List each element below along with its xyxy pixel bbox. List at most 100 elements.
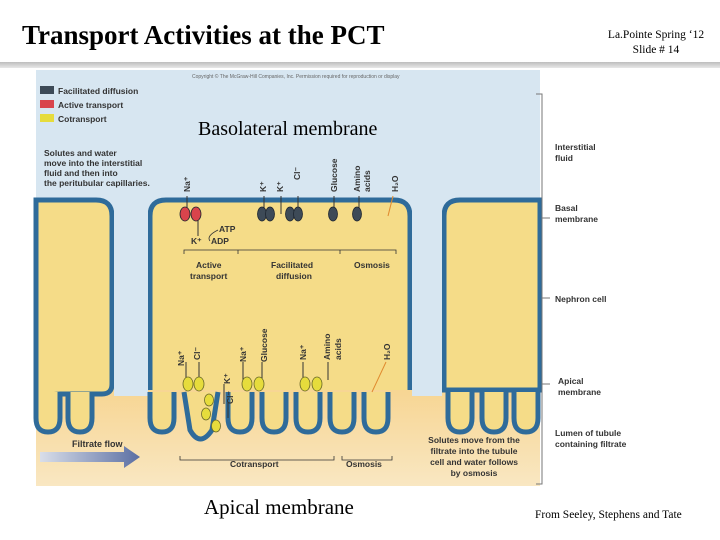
nephron-cell-left <box>33 197 115 397</box>
legend-swatch-active <box>40 100 54 108</box>
microvillus <box>361 392 391 435</box>
legend-label-facilitated: Facilitated diffusion <box>58 86 138 96</box>
ion-na-apical-3: Na⁺ <box>298 344 308 360</box>
microvilli <box>33 390 541 435</box>
copyright-notice: Copyright © The McGraw-Hill Companies, I… <box>192 73 400 80</box>
solutes-note-line: filtrate into the tubule <box>431 446 518 456</box>
label-interstitial-1: Interstitial <box>555 142 596 152</box>
ion-amino-basal-1: Amino <box>352 166 362 192</box>
microvillus <box>511 392 541 435</box>
group-facilitated-1: Facilitated <box>271 260 313 270</box>
label-basal-2: membrane <box>555 214 598 224</box>
group-active-transport-2: transport <box>190 271 227 281</box>
adp-label: ADP <box>211 236 229 246</box>
microvillus <box>259 392 289 435</box>
cotransporter <box>193 376 205 392</box>
source-credit: From Seeley, Stephens and Tate <box>535 509 682 521</box>
slide-number: Slide # 14 <box>632 44 680 56</box>
bottom-group-bracket <box>179 456 393 461</box>
ion-amino-apical-1: Amino <box>322 334 332 360</box>
k-in-label: K⁺ <box>191 236 202 246</box>
cotransporter <box>299 376 311 392</box>
ion-k-basal-2: K⁺ <box>275 181 285 192</box>
title-rule <box>0 62 720 68</box>
arrow-water-out <box>387 195 394 217</box>
label-apical-2: membrane <box>558 387 601 397</box>
ion-k-apical: K⁺ <box>222 373 232 384</box>
facilitated-channel <box>352 206 362 222</box>
cotransporter <box>201 407 211 421</box>
callout-line: Solutes and water <box>44 148 117 158</box>
ion-water-basal: H₂O <box>390 175 400 192</box>
atp-arrow <box>208 229 219 242</box>
author-line: La.Pointe Spring ‘12 <box>607 29 705 41</box>
active-pump <box>179 206 191 222</box>
solutes-note-line: cell and water follows <box>430 457 518 467</box>
label-apical-1: Apical <box>558 376 584 386</box>
label-lumen-2: containing filtrate <box>555 439 627 449</box>
legend: Facilitated diffusion Active transport C… <box>40 86 138 124</box>
ion-cl-basal: Cl⁻ <box>292 167 302 181</box>
microvillus <box>225 392 255 435</box>
microvillus <box>445 392 475 435</box>
apical-arrows <box>185 361 387 418</box>
ion-cl-apical-1: Cl⁻ <box>192 347 202 361</box>
microvillus <box>65 392 95 435</box>
ion-glucose-apical: Glucose <box>259 328 269 362</box>
legend-label-cotransport: Cotransport <box>58 114 107 124</box>
nephron-cells <box>33 197 543 397</box>
cotransporter <box>204 393 214 407</box>
cotransporter <box>241 376 253 392</box>
cotransporter <box>311 376 323 392</box>
group-osmosis-apical: Osmosis <box>346 459 382 469</box>
microvillus <box>327 392 357 435</box>
ion-k-basal-1: K⁺ <box>258 181 268 192</box>
facilitated-channel <box>328 206 338 222</box>
label-nephron-cell: Nephron cell <box>555 294 606 304</box>
ion-glucose-basal: Glucose <box>329 158 339 192</box>
active-pump <box>190 206 202 222</box>
callout-solutes-and-water: Solutes and water move into the intersti… <box>44 148 150 188</box>
legend-label-active: Active transport <box>58 100 123 110</box>
apical-membrane-label: Apical membrane <box>204 495 354 519</box>
cotransporter <box>253 376 265 392</box>
callout-line: the peritubular capillaries. <box>44 178 150 188</box>
microvillus <box>33 390 63 435</box>
atp-label: ATP <box>219 224 236 234</box>
legend-swatch-facilitated <box>40 86 54 94</box>
intercellular-space-left <box>114 196 148 396</box>
ion-na-apical-1: Na⁺ <box>176 350 186 366</box>
slide-title: Transport Activities at the PCT <box>22 20 385 50</box>
group-facilitated-2: diffusion <box>276 271 312 281</box>
solutes-note-line: by osmosis <box>451 468 498 478</box>
group-osmosis-basal: Osmosis <box>354 260 390 270</box>
basal-group-bracket <box>183 249 397 254</box>
ion-amino-apical-2: acids <box>333 338 343 360</box>
arrow-water-in <box>371 361 387 393</box>
basolateral-membrane-label: Basolateral membrane <box>198 118 378 140</box>
solutes-note-line: Solutes move from the <box>428 435 520 445</box>
filtrate-flow-arrow <box>40 446 140 468</box>
cotransporter <box>182 376 194 392</box>
microvillus <box>479 392 509 435</box>
facilitated-channel <box>293 206 303 222</box>
ion-na-basal: Na⁺ <box>182 176 192 192</box>
cotransporter <box>211 419 221 433</box>
microvillus <box>147 392 177 435</box>
ion-cl-apical-2: Cl⁻ <box>225 391 235 405</box>
ion-na-apical-2: Na⁺ <box>238 346 248 362</box>
group-active-transport-1: Active <box>196 260 222 270</box>
legend-swatch-cotransport <box>40 114 54 122</box>
callout-line: move into the interstitial <box>44 158 142 168</box>
apical-cotransporters <box>182 376 323 433</box>
label-lumen-1: Lumen of tubule <box>555 428 621 438</box>
label-basal-1: Basal <box>555 203 578 213</box>
label-interstitial-2: fluid <box>555 153 573 163</box>
nephron-cell-right <box>441 197 543 393</box>
callout-line: fluid and then into <box>44 168 118 178</box>
nephron-cell-middle <box>147 197 413 390</box>
ion-water-apical: H₂O <box>382 343 392 360</box>
microvillus <box>293 392 323 435</box>
side-bracket <box>536 93 550 485</box>
